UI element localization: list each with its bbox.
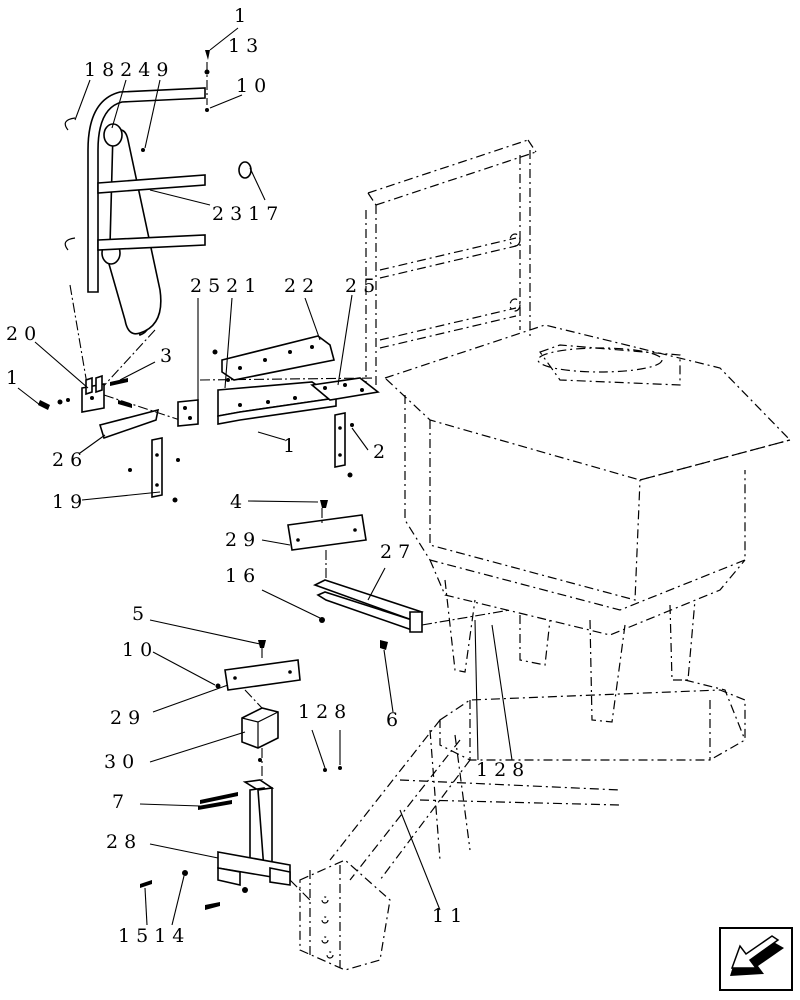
callout-labels: 1 13 10 18249 2317 20 3 1 26 19 2521 22 … — [6, 5, 530, 947]
previous-page-arrow-icon[interactable] — [719, 927, 793, 991]
callout-28: 28 — [106, 831, 142, 853]
bracket-group-center — [177, 335, 380, 478]
callout-2: 2 — [373, 441, 391, 463]
callout-18249: 18249 — [84, 59, 174, 81]
hardware-top — [141, 50, 210, 152]
callout-2521: 2521 — [190, 275, 262, 297]
callout-3: 3 — [160, 345, 178, 367]
leader-lines — [17, 27, 513, 926]
callout-10-lower: 10 — [122, 639, 158, 661]
callout-1-top: 1 — [234, 5, 252, 27]
callout-29-upper: 29 — [225, 529, 261, 551]
callout-10-top: 10 — [236, 75, 272, 97]
callout-30: 30 — [104, 751, 140, 773]
callout-1514: 1514 — [118, 925, 190, 947]
callout-6: 6 — [386, 709, 404, 731]
ladder-part — [64, 87, 252, 391]
callout-26: 26 — [52, 449, 88, 471]
callout-20: 20 — [6, 323, 42, 345]
hopper-assembly-phantom — [299, 139, 792, 971]
callout-22: 22 — [284, 275, 320, 297]
plate-group-middle — [287, 500, 511, 650]
callout-19: 19 — [52, 491, 88, 513]
callout-25: 25 — [345, 275, 381, 297]
callout-27: 27 — [380, 541, 416, 563]
callout-128-left: 128 — [298, 701, 352, 723]
callout-5: 5 — [132, 603, 150, 625]
callout-7: 7 — [112, 791, 130, 813]
callout-29-lower: 29 — [110, 707, 146, 729]
callout-11: 11 — [432, 905, 468, 927]
callout-1-center: 1 — [283, 435, 301, 457]
stand-group-lower — [140, 640, 342, 910]
bracket-group-left — [38, 374, 181, 503]
callout-128-right: 128 — [476, 759, 530, 781]
callout-4: 4 — [230, 491, 248, 513]
callout-1-left: 1 — [6, 367, 24, 389]
callout-13: 13 — [228, 35, 264, 57]
callout-16: 16 — [225, 565, 261, 587]
callout-2317: 2317 — [212, 203, 284, 225]
